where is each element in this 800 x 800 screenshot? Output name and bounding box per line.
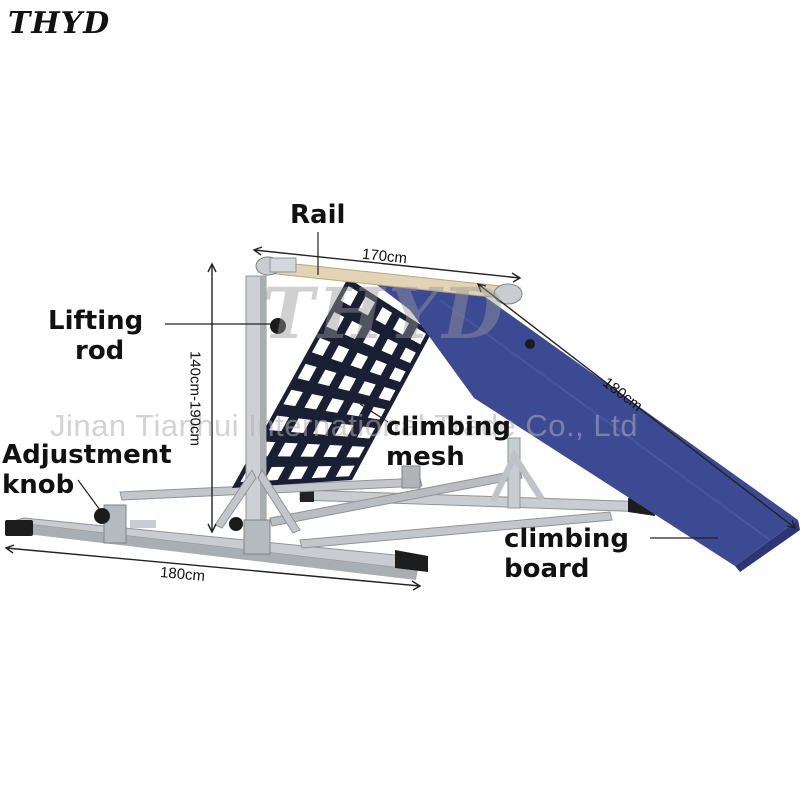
mesh-hole <box>367 406 386 420</box>
mesh-hole <box>277 442 298 457</box>
rail <box>255 256 523 305</box>
mesh-hole <box>323 445 343 458</box>
mesh-hole <box>389 367 406 383</box>
mesh-hole <box>335 423 354 437</box>
mesh-hole <box>326 311 345 331</box>
mesh-hole <box>344 320 363 340</box>
mesh-hole <box>399 347 416 364</box>
frame-rear-upright <box>401 437 545 509</box>
rail-label: Rail <box>290 200 346 230</box>
mesh-hole <box>358 296 376 316</box>
climbing-mesh-label-line2: mesh <box>386 442 465 472</box>
mesh-hole <box>304 393 324 410</box>
mesh-hole <box>363 329 381 348</box>
mesh-hole <box>311 337 331 357</box>
mesh-hole <box>297 363 317 382</box>
mesh-hole <box>369 359 387 376</box>
mesh-hole <box>350 352 369 370</box>
watermark-company: Jinan Tianhui International Trade Co., L… <box>50 408 638 443</box>
mesh-hole <box>311 466 332 479</box>
mesh-hole <box>410 327 427 345</box>
knobs <box>94 318 535 531</box>
mesh-hole <box>358 381 376 396</box>
mesh-hole <box>393 317 410 335</box>
mesh-hole <box>346 402 365 417</box>
climbing-mesh-label: climbing mesh <box>386 412 511 472</box>
mesh-hole <box>317 369 337 387</box>
lifting-rod-label-line2: rod <box>75 336 125 366</box>
lifting-rod-label-line1: Lifting <box>48 306 144 336</box>
mesh-hole <box>375 306 393 326</box>
mesh-hole <box>300 443 321 457</box>
watermark-logo: THYD <box>262 272 507 355</box>
mesh-hole <box>357 426 376 439</box>
mesh-hole <box>335 465 355 477</box>
mesh-hole <box>346 446 365 458</box>
mesh-hole <box>340 286 359 306</box>
mesh-hole <box>269 415 290 432</box>
frame-left-upright <box>103 275 301 555</box>
lifting-rod-label: Lifting rod <box>48 306 143 366</box>
mesh-hole <box>338 375 357 391</box>
mesh-hole <box>331 345 350 363</box>
climbing-mesh-label-line1: climbing <box>386 412 511 442</box>
dimension-lines <box>4 246 797 591</box>
leader-lines <box>77 232 718 539</box>
climbing-board-label-line1: climbing <box>504 524 629 554</box>
mesh-hole <box>283 389 303 407</box>
adjustment-knob-label: Adjustment knob <box>2 440 172 500</box>
mesh-hole <box>378 387 396 401</box>
adjustment-knob-label-line1: Adjustment <box>2 440 172 470</box>
mesh-hole <box>264 466 285 481</box>
climbing-mesh <box>232 278 432 488</box>
mesh-hole <box>325 398 345 413</box>
adjustment-knob-label-line2: knob <box>2 470 75 500</box>
brand-logo: THYD <box>8 6 111 41</box>
mesh-hole <box>288 466 309 480</box>
climbing-board-label: climbing board <box>504 524 629 584</box>
mesh-hole <box>313 421 333 435</box>
mesh-hole <box>291 418 311 434</box>
climbing-board-label-line2: board <box>504 554 590 584</box>
mesh-hole <box>381 338 398 356</box>
height-range-dimension: 140cm-190cm <box>186 350 204 447</box>
